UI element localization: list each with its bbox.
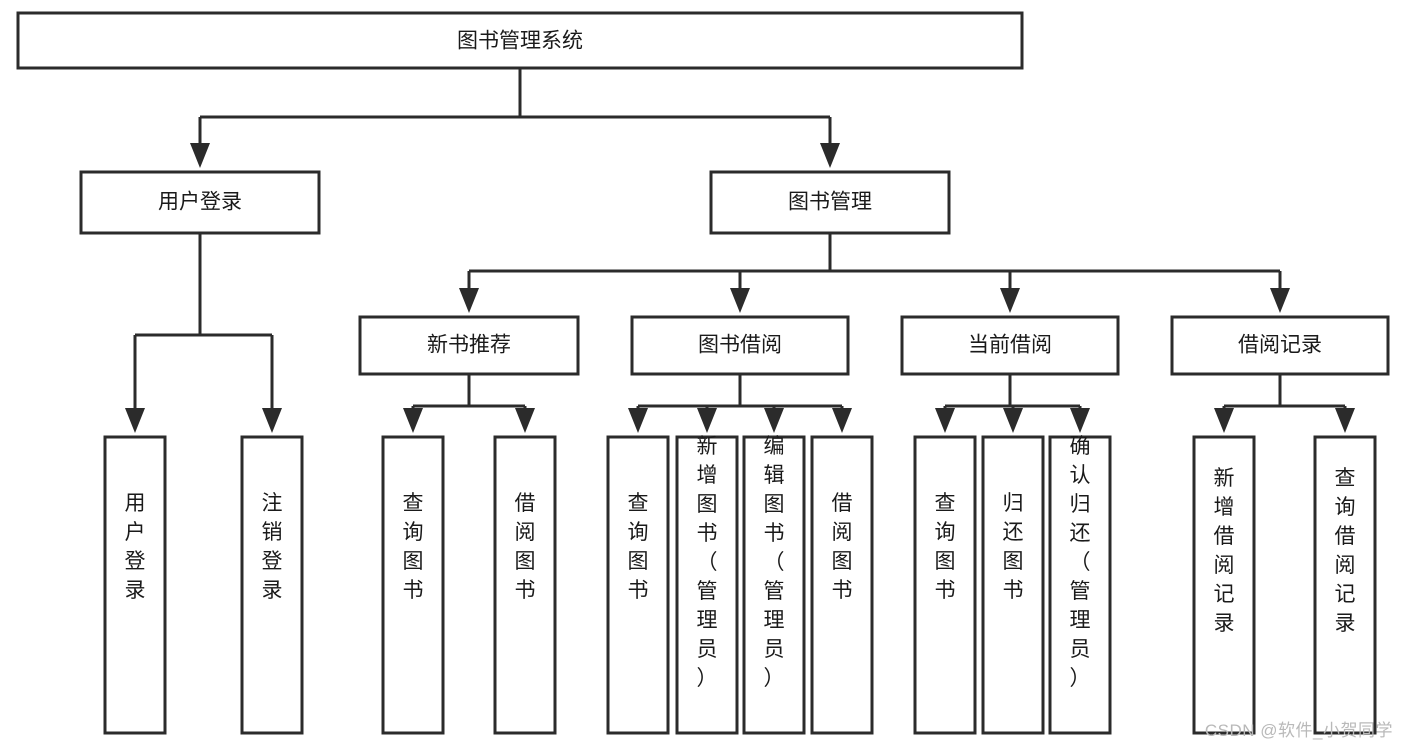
arrow-root-to-book-mgmt-icon xyxy=(820,143,840,168)
leaf-borrow-add-book-box[interactable] xyxy=(675,435,739,735)
leaf-borrow-add-book-label: 新增图书（管理员） xyxy=(697,435,718,690)
leaf-user-login-login-label: 用户登录 xyxy=(125,492,146,602)
leaf-current-query[interactable]: 查询图书 xyxy=(913,435,977,735)
leaf-user-login-logout[interactable]: 注销登录 xyxy=(240,435,304,735)
node-user-login-box[interactable] xyxy=(79,170,321,235)
node-new-book-recommend-box[interactable] xyxy=(358,315,580,376)
leaf-records-add-box[interactable] xyxy=(1192,435,1256,735)
node-borrow-records[interactable]: 借阅记录 xyxy=(1170,315,1390,376)
leaf-borrow-borrow-book[interactable]: 借阅图书 xyxy=(810,435,874,735)
leaf-borrow-borrow-book-box[interactable] xyxy=(810,435,874,735)
leaf-user-login-login-box[interactable] xyxy=(103,435,167,735)
node-root-system-label: 图书管理系统 xyxy=(457,30,583,53)
leaf-newbook-borrow-box[interactable] xyxy=(493,435,557,735)
leaf-current-confirm-return-label: 确认归还（管理员） xyxy=(1070,435,1091,690)
arrow-bookmgmt-c3-icon xyxy=(1000,288,1020,313)
node-borrow-records-box[interactable] xyxy=(1170,315,1390,376)
arrow-userlogin-l2-icon xyxy=(262,408,282,433)
leaf-newbook-query-label: 查询图书 xyxy=(403,492,424,602)
arrow-borrow-l3-icon xyxy=(764,408,784,433)
leaf-newbook-borrow-label: 借阅图书 xyxy=(515,492,536,602)
node-current-borrow[interactable]: 当前借阅 xyxy=(900,315,1120,376)
leaf-user-login-login[interactable]: 用户登录 xyxy=(103,435,167,735)
leaf-current-return-label: 归还图书 xyxy=(1003,492,1024,602)
arrow-borrow-l2-icon xyxy=(697,408,717,433)
node-user-login[interactable]: 用户登录 xyxy=(79,170,321,235)
node-book-management-label: 图书管理 xyxy=(788,191,872,214)
leaf-borrow-edit-book-label: 编辑图书（管理员） xyxy=(764,435,785,690)
node-book-management-box[interactable] xyxy=(709,170,951,235)
node-current-borrow-box[interactable] xyxy=(900,315,1120,376)
node-book-management[interactable]: 图书管理 xyxy=(709,170,951,235)
leaf-current-query-label: 查询图书 xyxy=(935,492,956,602)
node-user-login-label: 用户登录 xyxy=(158,191,242,214)
leaf-current-return-box[interactable] xyxy=(981,435,1045,735)
leaf-borrow-add-book[interactable]: 新增图书（管理员） xyxy=(675,435,739,735)
leaf-borrow-edit-book-box[interactable] xyxy=(742,435,806,735)
leaf-records-query[interactable]: 查询借阅记录 xyxy=(1313,435,1377,735)
node-book-borrow-label: 图书借阅 xyxy=(698,334,782,357)
arrow-current-l2-icon xyxy=(1003,408,1023,433)
leaf-user-login-logout-box[interactable] xyxy=(240,435,304,735)
leaf-records-query-box[interactable] xyxy=(1313,435,1377,735)
leaf-records-add[interactable]: 新增借阅记录 xyxy=(1192,435,1256,735)
arrow-borrow-l1-icon xyxy=(628,408,648,433)
arrow-records-l2-icon xyxy=(1335,408,1355,433)
csdn-watermark: CSDN @软件_小贺同学 xyxy=(1204,721,1393,740)
arrow-bookmgmt-c4-icon xyxy=(1270,288,1290,313)
leaf-newbook-query-box[interactable] xyxy=(381,435,445,735)
arrow-root-to-user-login-icon xyxy=(190,143,210,168)
arrow-newbook-l2-icon xyxy=(515,408,535,433)
arrow-current-l1-icon xyxy=(935,408,955,433)
node-book-borrow[interactable]: 图书借阅 xyxy=(630,315,850,376)
arrow-newbook-l1-icon xyxy=(403,408,423,433)
arrow-bookmgmt-c2-icon xyxy=(730,288,750,313)
node-root-system-box[interactable] xyxy=(16,11,1024,70)
leaf-borrow-edit-book[interactable]: 编辑图书（管理员） xyxy=(742,435,806,735)
node-book-borrow-box[interactable] xyxy=(630,315,850,376)
leaf-records-query-label: 查询借阅记录 xyxy=(1335,467,1356,635)
node-current-borrow-label: 当前借阅 xyxy=(968,334,1052,357)
leaf-newbook-borrow[interactable]: 借阅图书 xyxy=(493,435,557,735)
arrow-current-l3-icon xyxy=(1070,408,1090,433)
leaf-borrow-query-box[interactable] xyxy=(606,435,670,735)
node-root-system[interactable]: 图书管理系统 xyxy=(16,11,1024,70)
arrow-records-l1-icon xyxy=(1214,408,1234,433)
leaf-current-query-box[interactable] xyxy=(913,435,977,735)
leaf-current-return[interactable]: 归还图书 xyxy=(981,435,1045,735)
node-borrow-records-label: 借阅记录 xyxy=(1238,334,1322,357)
leaf-user-login-logout-label: 注销登录 xyxy=(262,492,283,602)
leaf-records-add-label: 新增借阅记录 xyxy=(1214,467,1235,635)
node-new-book-recommend-label: 新书推荐 xyxy=(427,334,511,357)
leaf-borrow-borrow-book-label: 借阅图书 xyxy=(832,492,853,602)
arrow-userlogin-l1-icon xyxy=(125,408,145,433)
connector-layer xyxy=(125,68,1355,433)
leaf-borrow-query-label: 查询图书 xyxy=(628,492,649,602)
leaf-borrow-query[interactable]: 查询图书 xyxy=(606,435,670,735)
arrow-bookmgmt-c1-icon xyxy=(459,288,479,313)
leaf-newbook-query[interactable]: 查询图书 xyxy=(381,435,445,735)
node-new-book-recommend[interactable]: 新书推荐 xyxy=(358,315,580,376)
leaf-current-confirm-return[interactable]: 确认归还（管理员） xyxy=(1048,435,1112,735)
arrow-borrow-l4-icon xyxy=(832,408,852,433)
leaf-current-confirm-return-box[interactable] xyxy=(1048,435,1112,735)
